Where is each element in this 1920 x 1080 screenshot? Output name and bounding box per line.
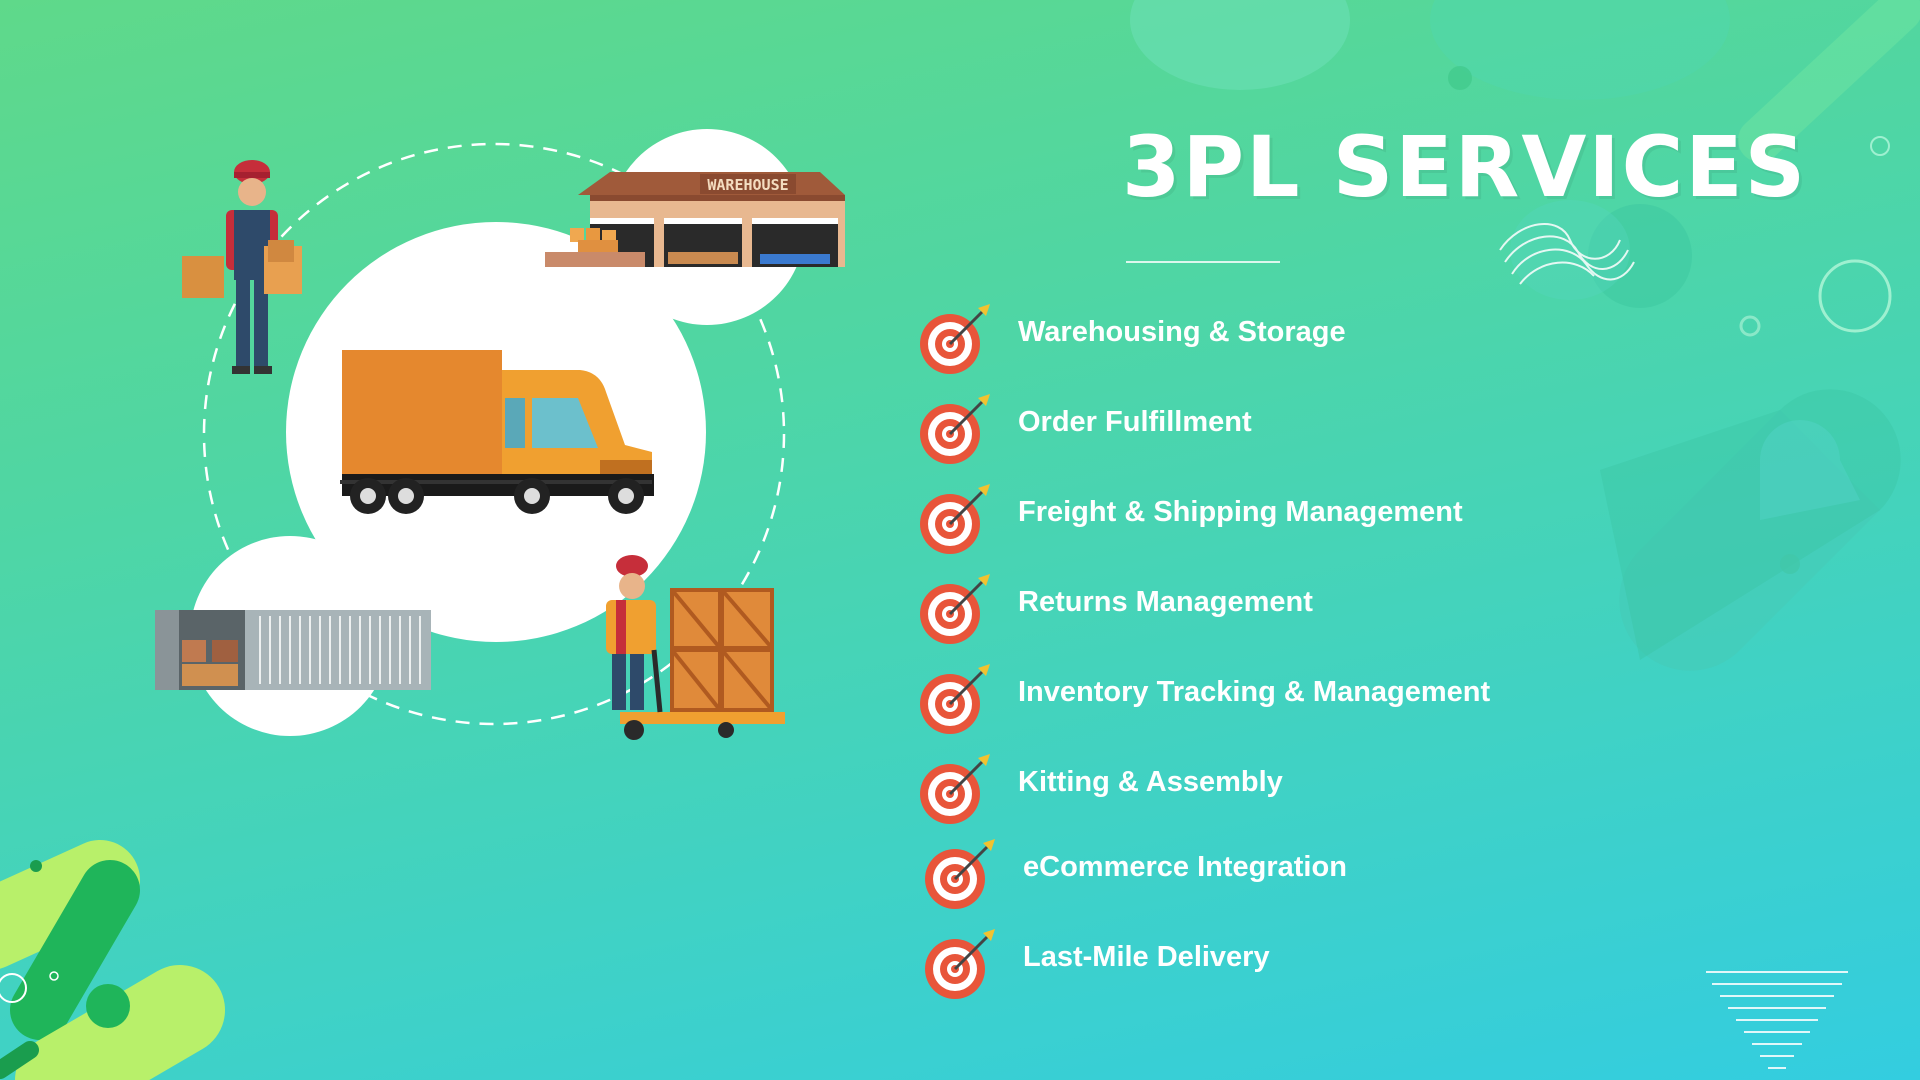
truck-icon <box>340 350 654 514</box>
target-icon <box>920 394 990 464</box>
service-label: Kitting & Assembly <box>1018 766 1283 798</box>
dashed-orbit <box>202 142 786 726</box>
service-label: Order Fulfillment <box>1018 406 1252 438</box>
target-icon <box>920 574 990 644</box>
target-icon <box>925 929 995 999</box>
service-item: Order Fulfillment <box>918 390 1678 466</box>
service-item: Freight & Shipping Management <box>918 480 1678 556</box>
service-label: Last-Mile Delivery <box>1023 941 1270 973</box>
service-label: Freight & Shipping Management <box>1018 496 1463 528</box>
target-icon <box>920 754 990 824</box>
service-item: Inventory Tracking & Management <box>918 660 1678 736</box>
pallet-jack-worker-icon <box>606 555 785 740</box>
service-label: Returns Management <box>1018 586 1313 618</box>
service-label: Inventory Tracking & Management <box>1018 676 1491 708</box>
target-icon <box>920 484 990 554</box>
page-title: 3PL SERVICES <box>1122 118 1808 216</box>
target-icon <box>920 304 990 374</box>
delivery-worker-icon <box>182 160 302 374</box>
service-item: Last-Mile Delivery <box>923 925 1683 1001</box>
target-icon <box>925 839 995 909</box>
service-item: Returns Management <box>918 570 1678 646</box>
service-label: eCommerce Integration <box>1023 851 1347 883</box>
target-icon <box>920 664 990 734</box>
warehouse-icon: WAREHOUSE <box>545 172 845 267</box>
service-item: Warehousing & Storage <box>918 300 1678 376</box>
service-item: eCommerce Integration <box>923 835 1683 911</box>
warehouse-sign: WAREHOUSE <box>707 176 788 194</box>
service-item: Kitting & Assembly <box>918 750 1678 826</box>
container-icon <box>155 610 431 690</box>
title-divider <box>1126 261 1280 263</box>
service-label: Warehousing & Storage <box>1018 316 1346 348</box>
